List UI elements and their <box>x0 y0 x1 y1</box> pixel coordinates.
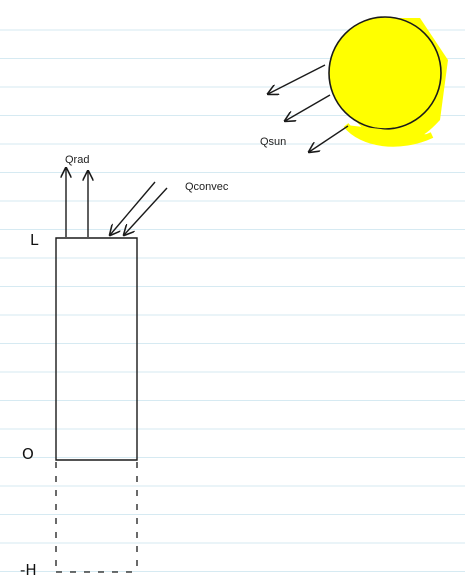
convec-arrow <box>124 187 168 235</box>
q-convec-label: Qconvec <box>185 181 229 193</box>
sun-ray-arrow <box>268 64 326 94</box>
q-rad-label: Qrad <box>65 154 89 166</box>
top-position-mark: L <box>30 231 39 249</box>
radiation-arrows <box>66 168 88 237</box>
ruled-lines <box>0 29 465 572</box>
sun-ray-arrow <box>285 94 331 121</box>
convec-arrow <box>110 181 156 235</box>
q-sun-label: Qsun <box>260 136 286 148</box>
rod-buried-dashed <box>55 462 138 573</box>
bottom-position-mark: -H <box>20 561 37 576</box>
rod-above-ground <box>55 237 138 461</box>
zero-position-mark: O <box>22 445 34 463</box>
convection-arrows <box>110 181 168 235</box>
sun-ray-arrow <box>309 125 349 152</box>
sun-icon <box>328 16 448 147</box>
sun-ray-arrows <box>268 64 349 152</box>
